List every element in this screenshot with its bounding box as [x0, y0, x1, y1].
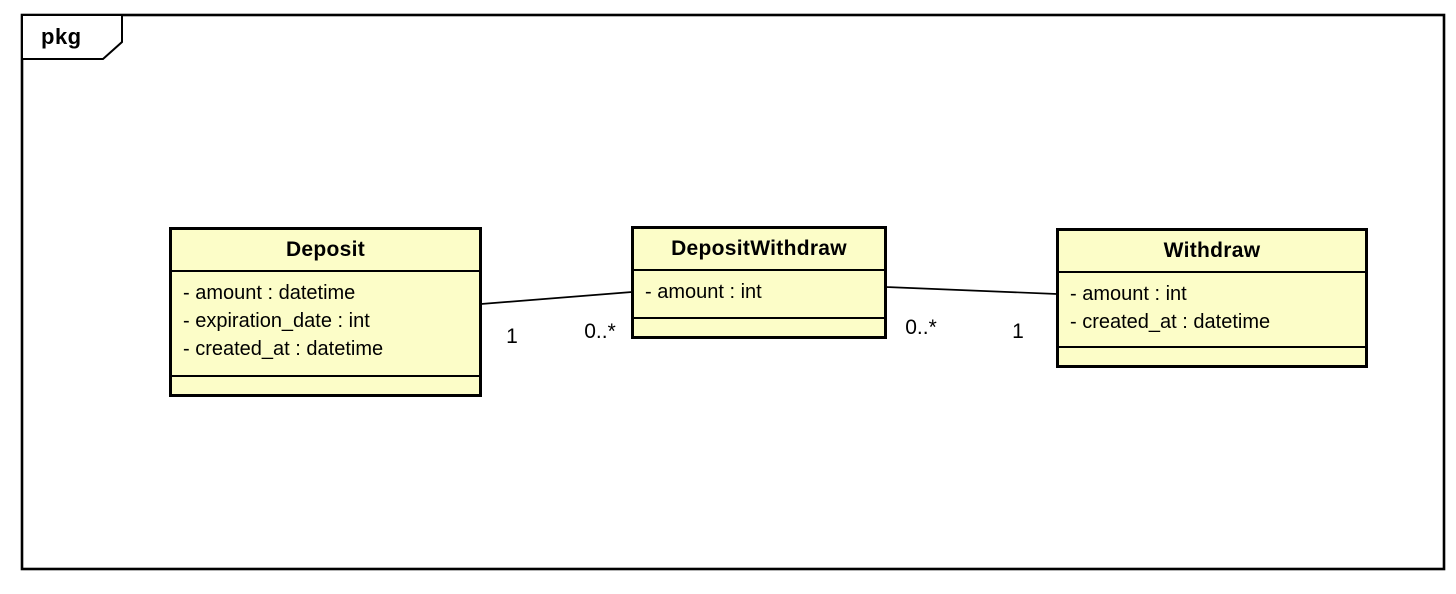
attributes-compartment: - amount : datetime - expiration_date : …	[172, 272, 479, 377]
attribute-line: - amount : datetime	[183, 282, 356, 304]
attribute-line: - created_at : datetime	[1070, 311, 1271, 333]
methods-compartment	[634, 319, 884, 336]
attribute-line: - created_at : datetime	[183, 338, 384, 360]
association-deposit-depositwithdraw	[480, 291, 633, 305]
class-name-withdraw: Withdraw	[1059, 231, 1365, 273]
attributes-compartment: - amount : int - created_at : datetime	[1059, 273, 1365, 348]
class-box-deposit[interactable]: Deposit - amount : datetime - expiration…	[169, 227, 482, 397]
association-depositwithdraw-withdraw	[884, 286, 1058, 295]
multiplicity-depositwithdraw-left-end: 0..*	[584, 320, 616, 343]
class-name-depositwithdraw: DepositWithdraw	[634, 229, 884, 271]
class-name-deposit: Deposit	[172, 230, 479, 272]
attribute-line: - amount : int	[645, 281, 762, 303]
attributes-compartment: - amount : int	[634, 271, 884, 319]
multiplicity-depositwithdraw-right-end: 0..*	[905, 316, 937, 339]
methods-compartment	[172, 377, 479, 394]
multiplicity-deposit-end: 1	[506, 325, 518, 348]
attribute-line: - expiration_date : int	[183, 310, 370, 332]
class-box-depositwithdraw[interactable]: DepositWithdraw - amount : int	[631, 226, 887, 339]
methods-compartment	[1059, 348, 1365, 365]
attribute-line: - amount : int	[1070, 283, 1187, 305]
class-box-withdraw[interactable]: Withdraw - amount : int - created_at : d…	[1056, 228, 1368, 368]
multiplicity-withdraw-end: 1	[1012, 320, 1024, 343]
package-label: pkg	[41, 24, 82, 49]
